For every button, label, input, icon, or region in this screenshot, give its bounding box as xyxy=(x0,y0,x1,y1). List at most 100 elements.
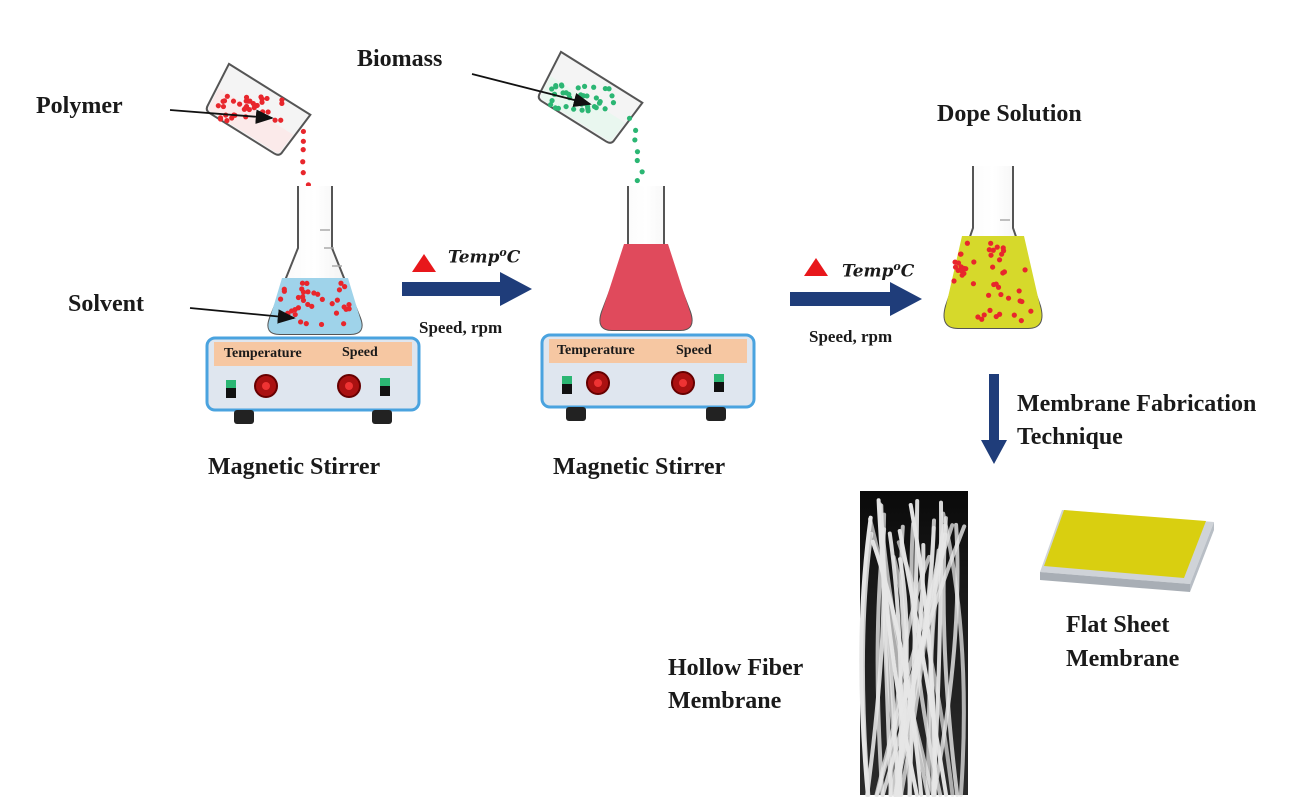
biomass-label: Biomass xyxy=(357,46,443,72)
particle xyxy=(971,259,977,265)
particle xyxy=(1000,245,1006,251)
stirrer-1-speed-label: Speed xyxy=(342,345,378,360)
particle xyxy=(303,321,309,327)
particle xyxy=(1018,317,1024,324)
particle xyxy=(1005,295,1012,301)
particle xyxy=(609,93,615,99)
particle xyxy=(230,98,237,104)
particle xyxy=(579,107,585,113)
polymer-pointer xyxy=(169,109,274,124)
particle xyxy=(265,109,271,115)
hollow-fiber xyxy=(931,522,960,797)
process-arrow-1 xyxy=(402,272,532,306)
particle xyxy=(999,251,1005,257)
membrane-fabrication-label-line2: Technique xyxy=(1017,424,1123,450)
step-2-speed-label: Speed, rpm xyxy=(809,327,893,346)
particle xyxy=(959,272,965,278)
particle xyxy=(315,291,321,297)
particle xyxy=(224,93,230,99)
particle xyxy=(300,138,306,144)
particle xyxy=(585,108,591,114)
particle xyxy=(304,280,310,287)
particle xyxy=(220,103,227,110)
polymer-label: Polymer xyxy=(36,93,123,119)
particle xyxy=(338,280,344,286)
flat-sheet-label-line1: Flat Sheet xyxy=(1066,612,1170,638)
particle xyxy=(964,240,970,246)
particle xyxy=(960,265,966,272)
particle xyxy=(1028,308,1034,314)
particle xyxy=(957,251,964,257)
hollow-fiber-label-line1: Hollow Fiber xyxy=(668,655,804,681)
magnetic-stirrer-2-label: Magnetic Stirrer xyxy=(553,454,726,480)
particle xyxy=(318,321,325,328)
particle xyxy=(281,288,287,294)
particle xyxy=(300,170,306,176)
particle xyxy=(221,98,228,104)
particle xyxy=(346,302,352,308)
particle xyxy=(305,289,311,295)
particle xyxy=(975,314,981,320)
particle xyxy=(329,301,335,307)
particle xyxy=(639,169,645,175)
particle xyxy=(334,297,340,303)
step-2-temperature-label: TempoC xyxy=(842,260,915,282)
particle xyxy=(285,310,291,316)
particle xyxy=(243,103,250,110)
solvent-pointer xyxy=(189,307,296,324)
particle xyxy=(979,316,985,322)
particle xyxy=(985,292,992,298)
process-arrow-2 xyxy=(790,282,922,316)
hollow-fiber xyxy=(860,531,874,797)
particle xyxy=(237,101,243,107)
membrane-fabrication-label-line1: Membrane Fabrication xyxy=(1017,391,1257,417)
particle xyxy=(581,83,588,89)
particle xyxy=(990,264,996,270)
particle xyxy=(549,98,555,104)
particle xyxy=(634,177,640,184)
particle xyxy=(584,93,590,99)
hollow-fiber-image xyxy=(859,491,968,797)
particle xyxy=(272,117,278,123)
particle xyxy=(300,159,306,165)
particle xyxy=(299,286,305,292)
solvent-flask xyxy=(267,186,363,335)
particle xyxy=(606,86,612,92)
particle xyxy=(250,100,256,107)
particle xyxy=(243,94,250,100)
particle xyxy=(952,264,959,270)
step-1-speed-label: Speed, rpm xyxy=(419,318,503,337)
step-1-temperature-label: TempoC xyxy=(448,246,521,268)
particle xyxy=(998,291,1004,298)
particle xyxy=(981,312,987,318)
particle xyxy=(215,103,221,109)
process-arrow-down xyxy=(981,374,1007,464)
particle xyxy=(951,278,957,284)
dope-particles xyxy=(951,240,1034,324)
mixed-flask xyxy=(599,186,693,331)
particle xyxy=(566,91,572,97)
particle xyxy=(626,115,633,121)
particle xyxy=(634,149,641,155)
particle xyxy=(578,92,584,98)
particle xyxy=(994,244,1000,250)
particle xyxy=(610,100,617,106)
particle xyxy=(319,296,325,302)
particle xyxy=(217,116,224,122)
particle xyxy=(991,281,997,288)
particle xyxy=(549,86,555,92)
particle xyxy=(300,128,307,135)
polymer-beaker xyxy=(205,62,312,156)
particle xyxy=(597,99,603,105)
particle xyxy=(341,321,347,327)
particle xyxy=(278,117,284,123)
particle xyxy=(986,247,992,253)
stirrer-1-temperature-label: Temperature xyxy=(224,346,302,361)
particle xyxy=(279,100,285,107)
particle xyxy=(1016,288,1022,294)
hollow-fiber xyxy=(875,527,887,797)
particle xyxy=(346,306,352,312)
flat-sheet-label-line2: Membrane xyxy=(1066,646,1180,672)
particle xyxy=(970,281,977,287)
